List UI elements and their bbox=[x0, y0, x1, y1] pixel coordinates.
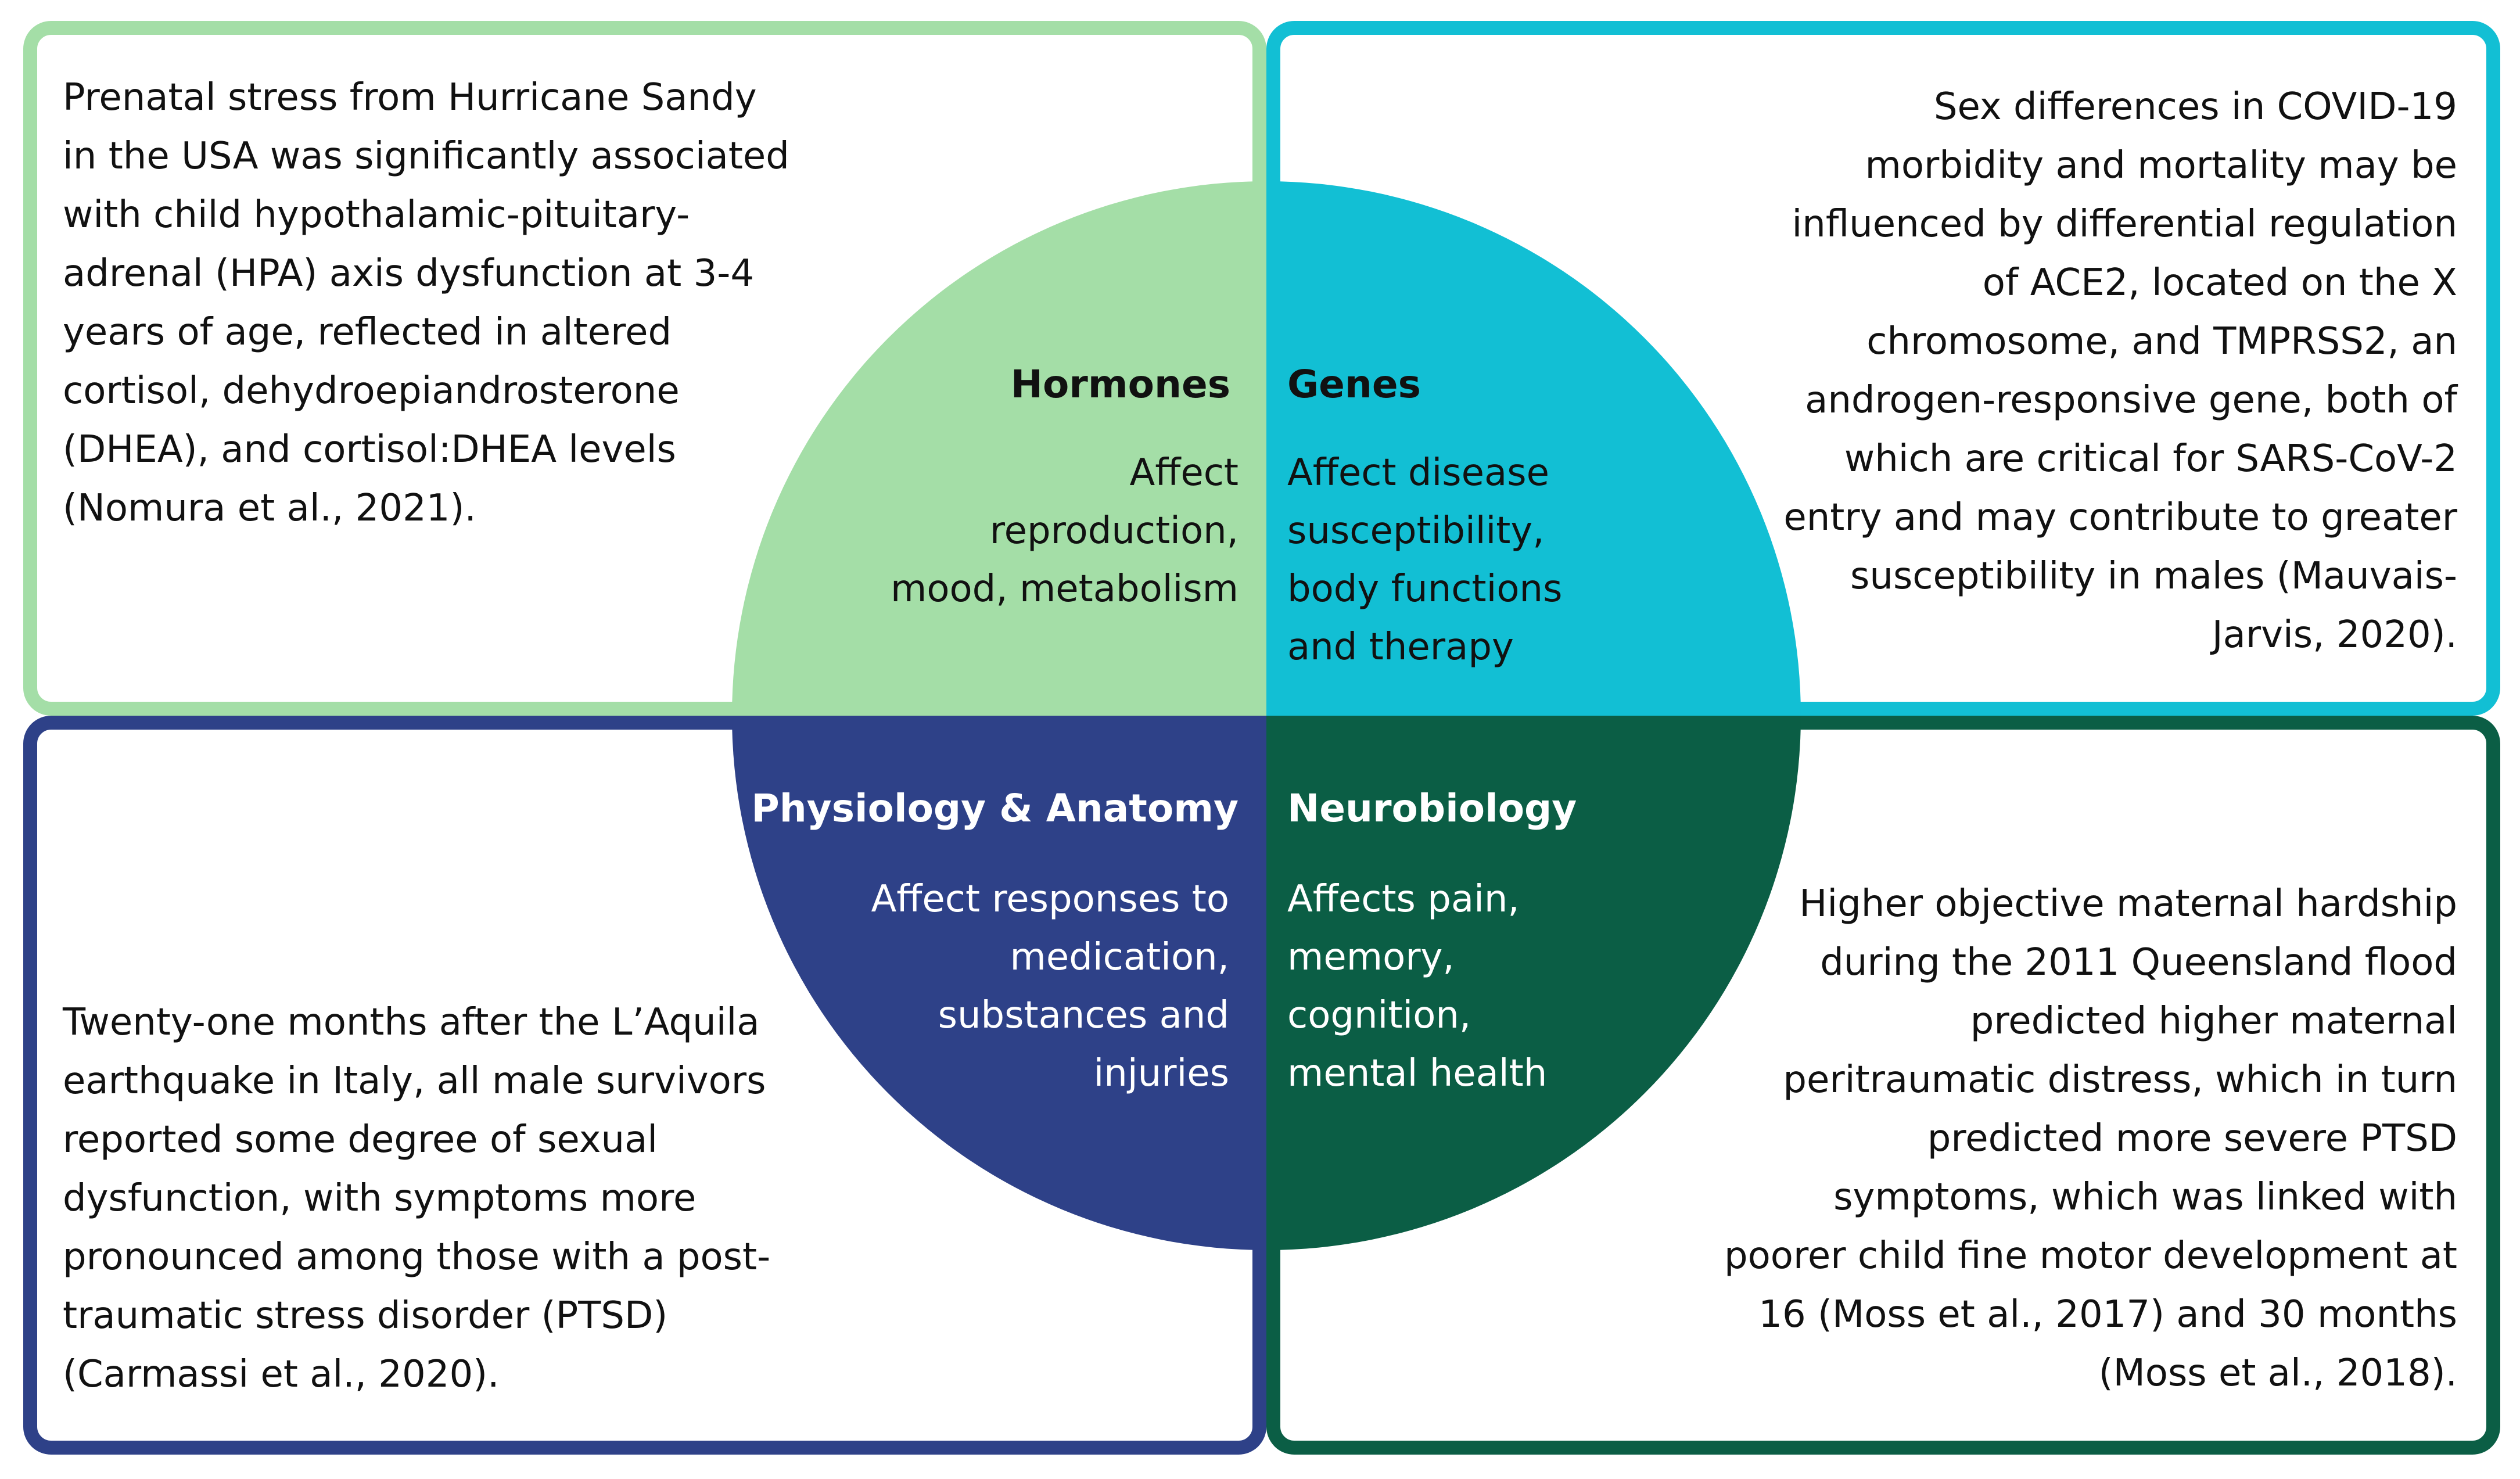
genes-description: Affect disease susceptibility, body func… bbox=[1287, 451, 1563, 669]
hormones-example-text: Prenatal stress from Hurricane Sandy in … bbox=[63, 76, 789, 530]
physiology-title: Physiology & Anatomy bbox=[751, 786, 1239, 831]
genes-quadrant bbox=[1266, 181, 1801, 716]
physiology-example-text: Twenty-one months after the L’Aquila ear… bbox=[63, 1001, 771, 1396]
genes-title: Genes bbox=[1287, 362, 1421, 407]
hormones-quadrant bbox=[732, 181, 1266, 716]
physiology-description: Affect responses to medication, substanc… bbox=[871, 878, 1230, 1095]
hormones-title: Hormones bbox=[1010, 362, 1230, 407]
hormones-description: Affect reproduction, mood, metabolism bbox=[890, 451, 1239, 611]
neurobiology-title: Neurobiology bbox=[1287, 786, 1577, 831]
neurobiology-quadrant bbox=[1266, 716, 1801, 1250]
neurobiology-description: Affects pain, memory, cognition, mental … bbox=[1287, 878, 1548, 1095]
genes-example-text: Sex differences in COVID-19 morbidity an… bbox=[1783, 85, 2457, 656]
neurobiology-example-text: Higher objective maternal hardship durin… bbox=[1724, 882, 2457, 1395]
physiology-quadrant bbox=[732, 716, 1266, 1250]
